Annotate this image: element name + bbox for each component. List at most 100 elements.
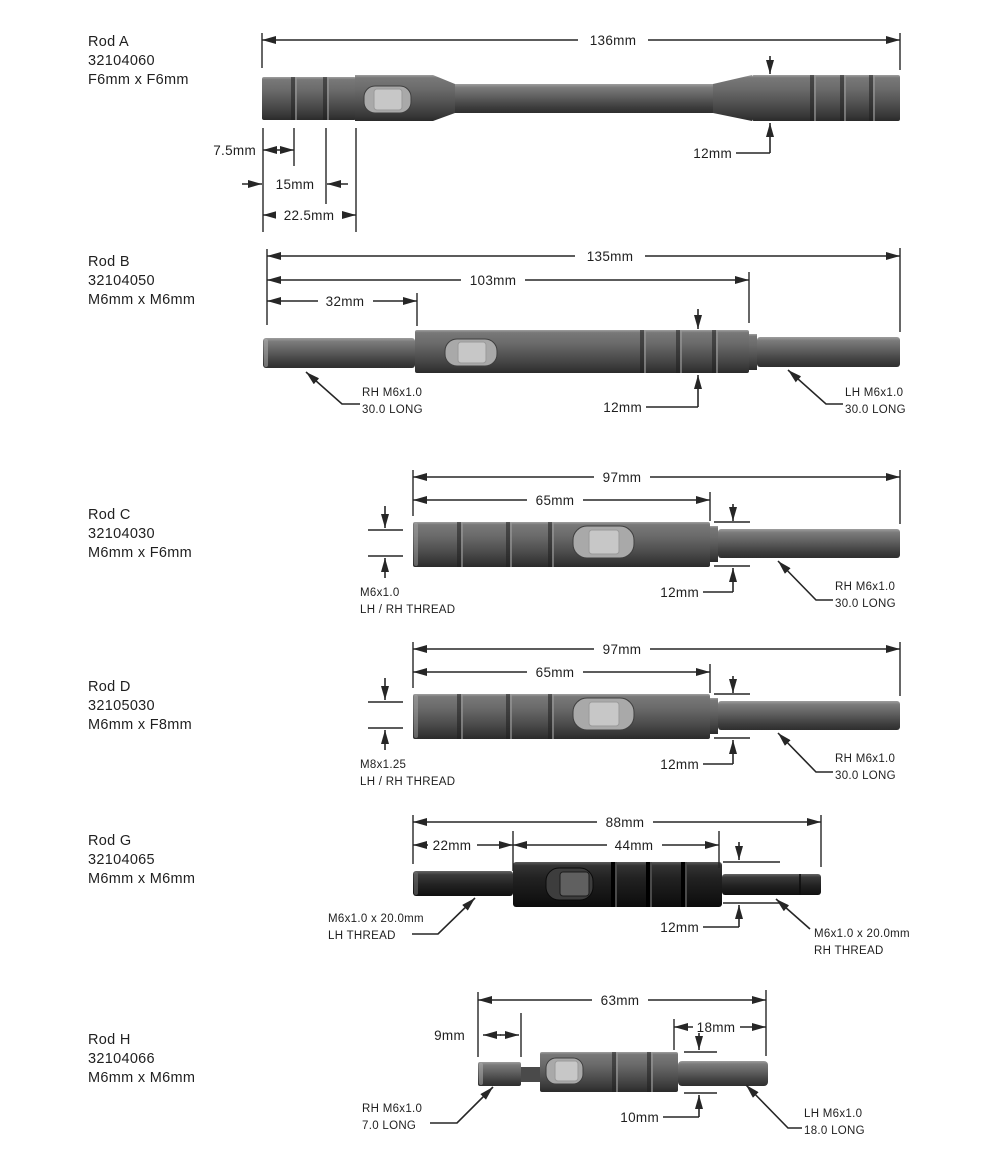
rod-a-shaft [455, 84, 713, 113]
rod-h-left-shaft [478, 1062, 521, 1086]
rod-h-left-thread-label: RH M6x1.0 [362, 1103, 422, 1115]
rod-b-body-dim: 103mm [470, 273, 517, 288]
rod-g-thread-spec: M6mm x M6mm [88, 871, 195, 887]
rod-a-graphic [262, 75, 900, 121]
rod-b-thread-spec: M6mm x M6mm [88, 292, 195, 308]
rod-c-leader-left: M6x1.0 LH / RH THREAD [360, 506, 455, 616]
rod-b-body [415, 330, 749, 373]
rod-a-part-number: 32104060 [88, 53, 155, 69]
rod-d-leader-right: RH M6x1.0 30.0 LONG [777, 732, 896, 782]
rod-a-dim-overall: 136mm [261, 32, 901, 70]
rod-d-right-shaft [718, 701, 900, 730]
rod-d-part-number: 32105030 [88, 698, 155, 714]
rod-b-step [749, 334, 757, 370]
rod-b-leader-right: LH M6x1.0 30.0 LONG [787, 369, 906, 416]
rod-b-right-shaft [757, 337, 900, 367]
rod-c-graphic [413, 522, 900, 567]
rod-g-body-dim: 44mm [615, 838, 654, 853]
rod-h-label: Rod H 32104066 M6mm x M6mm [88, 1032, 195, 1086]
rod-b-label: Rod B 32104050 M6mm x M6mm [88, 254, 195, 308]
rod-b-left-thread-label: RH M6x1.0 [362, 387, 422, 399]
rod-h-name: Rod H [88, 1032, 131, 1048]
rod-b-right-thread-label: LH M6x1.0 [845, 387, 903, 399]
rod-h-right-thread-label: LH M6x1.0 [804, 1108, 862, 1120]
rod-c-part-number: 32104030 [88, 526, 155, 542]
rod-b-right-thread-length: 30.0 LONG [845, 404, 906, 416]
rod-d-body-dim: 65mm [536, 665, 575, 680]
rod-a-diameter-dim: 12mm [693, 56, 774, 161]
rod-c-diameter-value: 12mm [660, 585, 699, 600]
rod-c-left-thread-type: LH / RH THREAD [360, 604, 455, 616]
rod-b-name: Rod B [88, 254, 130, 270]
rod-g-left-thread-label: M6x1.0 x 20.0mm [328, 913, 424, 925]
rod-d-right-thread-length: 30.0 LONG [835, 770, 896, 782]
rod-d-left-thread-label: M8x1.25 [360, 759, 406, 771]
rod-c-leader-right: RH M6x1.0 30.0 LONG [777, 560, 896, 610]
rod-a-groove2-dim: 15mm [276, 177, 315, 192]
rod-h-overall-dim: 63mm [601, 993, 640, 1008]
rod-d-graphic [413, 694, 900, 739]
rod-d-right-thread-label: RH M6x1.0 [835, 753, 895, 765]
rod-h-neck [521, 1067, 540, 1082]
rod-d-step [710, 698, 718, 734]
rod-g-right-shaft [722, 874, 821, 895]
rod-c-left-thread-label: M6x1.0 [360, 587, 400, 599]
rod-h-graphic [478, 1052, 768, 1092]
rod-a-groove3-dim: 22.5mm [284, 208, 335, 223]
rod-c-step [710, 526, 718, 562]
rod-h-right-shaft [678, 1061, 768, 1086]
rod-g-part-number: 32104065 [88, 852, 155, 868]
rod-h-right-dim: 18mm [697, 1020, 736, 1035]
rod-d-section: Rod D 32105030 M6mm x F8mm 97mm 65mm [88, 641, 901, 788]
rod-g-leader-left: M6x1.0 x 20.0mm LH THREAD [328, 897, 476, 942]
rod-d-thread-spec: M6mm x F8mm [88, 717, 192, 733]
rod-g-graphic [413, 862, 821, 907]
rod-h-part-number: 32104066 [88, 1051, 155, 1067]
rod-a-groove1-dim: 7.5mm [213, 143, 256, 158]
rod-a-right-rings [752, 75, 900, 121]
rod-d-body [413, 694, 710, 739]
rod-h-thread-spec: M6mm x M6mm [88, 1070, 195, 1086]
rod-b-overall-dim: 135mm [587, 249, 634, 264]
rod-c-body [413, 522, 710, 567]
rod-g-section: Rod G 32104065 M6mm x M6mm 88mm 22mm [88, 814, 910, 957]
rod-h-left-thread-length: 7.0 LONG [362, 1120, 416, 1132]
rod-a-right-taper [713, 75, 752, 121]
rod-a-label: Rod A 32104060 F6mm x F6mm [88, 34, 189, 88]
rod-g-leader-right: M6x1.0 x 20.0mm RH THREAD [775, 898, 910, 957]
rod-c-name: Rod C [88, 507, 131, 523]
rod-a-groove-dims: 7.5mm 15mm 22.5mm [213, 128, 357, 232]
rod-a-section: Rod A 32104060 F6mm x F6mm 136mm [88, 32, 901, 232]
rod-a-left-rings [262, 77, 356, 120]
rod-g-name: Rod G [88, 833, 131, 849]
rod-c-section: Rod C 32104030 M6mm x F6mm 97mm 65mm [88, 469, 901, 616]
rod-a-thread-spec: F6mm x F6mm [88, 72, 189, 88]
rod-g-body [513, 862, 722, 907]
rod-c-right-shaft [718, 529, 900, 558]
rod-b-dims: 135mm 103mm 32mm 12mm [266, 248, 901, 415]
rod-g-right-thread-label: M6x1.0 x 20.0mm [814, 928, 910, 940]
rod-d-left-thread-type: LH / RH THREAD [360, 776, 455, 788]
rod-h-right-thread-length: 18.0 LONG [804, 1125, 865, 1137]
rod-g-right-thread-type: RH THREAD [814, 945, 884, 957]
rod-g-label: Rod G 32104065 M6mm x M6mm [88, 833, 195, 887]
rod-b-graphic [263, 330, 900, 373]
rod-g-left-thread-type: LH THREAD [328, 930, 396, 942]
rod-d-dims: 97mm 65mm 12mm [412, 641, 901, 772]
rod-b-left-dim: 32mm [326, 294, 365, 309]
rod-c-right-thread-label: RH M6x1.0 [835, 581, 895, 593]
rod-a-diameter-value: 12mm [693, 146, 732, 161]
rod-b-part-number: 32104050 [88, 273, 155, 289]
rod-g-dims: 88mm 22mm 44mm 12mm [412, 814, 822, 935]
rod-d-overall-dim: 97mm [603, 642, 642, 657]
rod-d-diameter-value: 12mm [660, 757, 699, 772]
rod-c-overall-dim: 97mm [603, 470, 642, 485]
rod-a-left-taper [433, 75, 455, 121]
rod-b-diameter-value: 12mm [603, 400, 642, 415]
rod-c-thread-spec: M6mm x F6mm [88, 545, 192, 561]
rod-g-diameter-value: 12mm [660, 920, 699, 935]
rod-c-label: Rod C 32104030 M6mm x F6mm [88, 507, 192, 561]
rod-a-overall-dim: 136mm [590, 33, 637, 48]
rod-c-dims: 97mm 65mm 12mm [412, 469, 901, 600]
